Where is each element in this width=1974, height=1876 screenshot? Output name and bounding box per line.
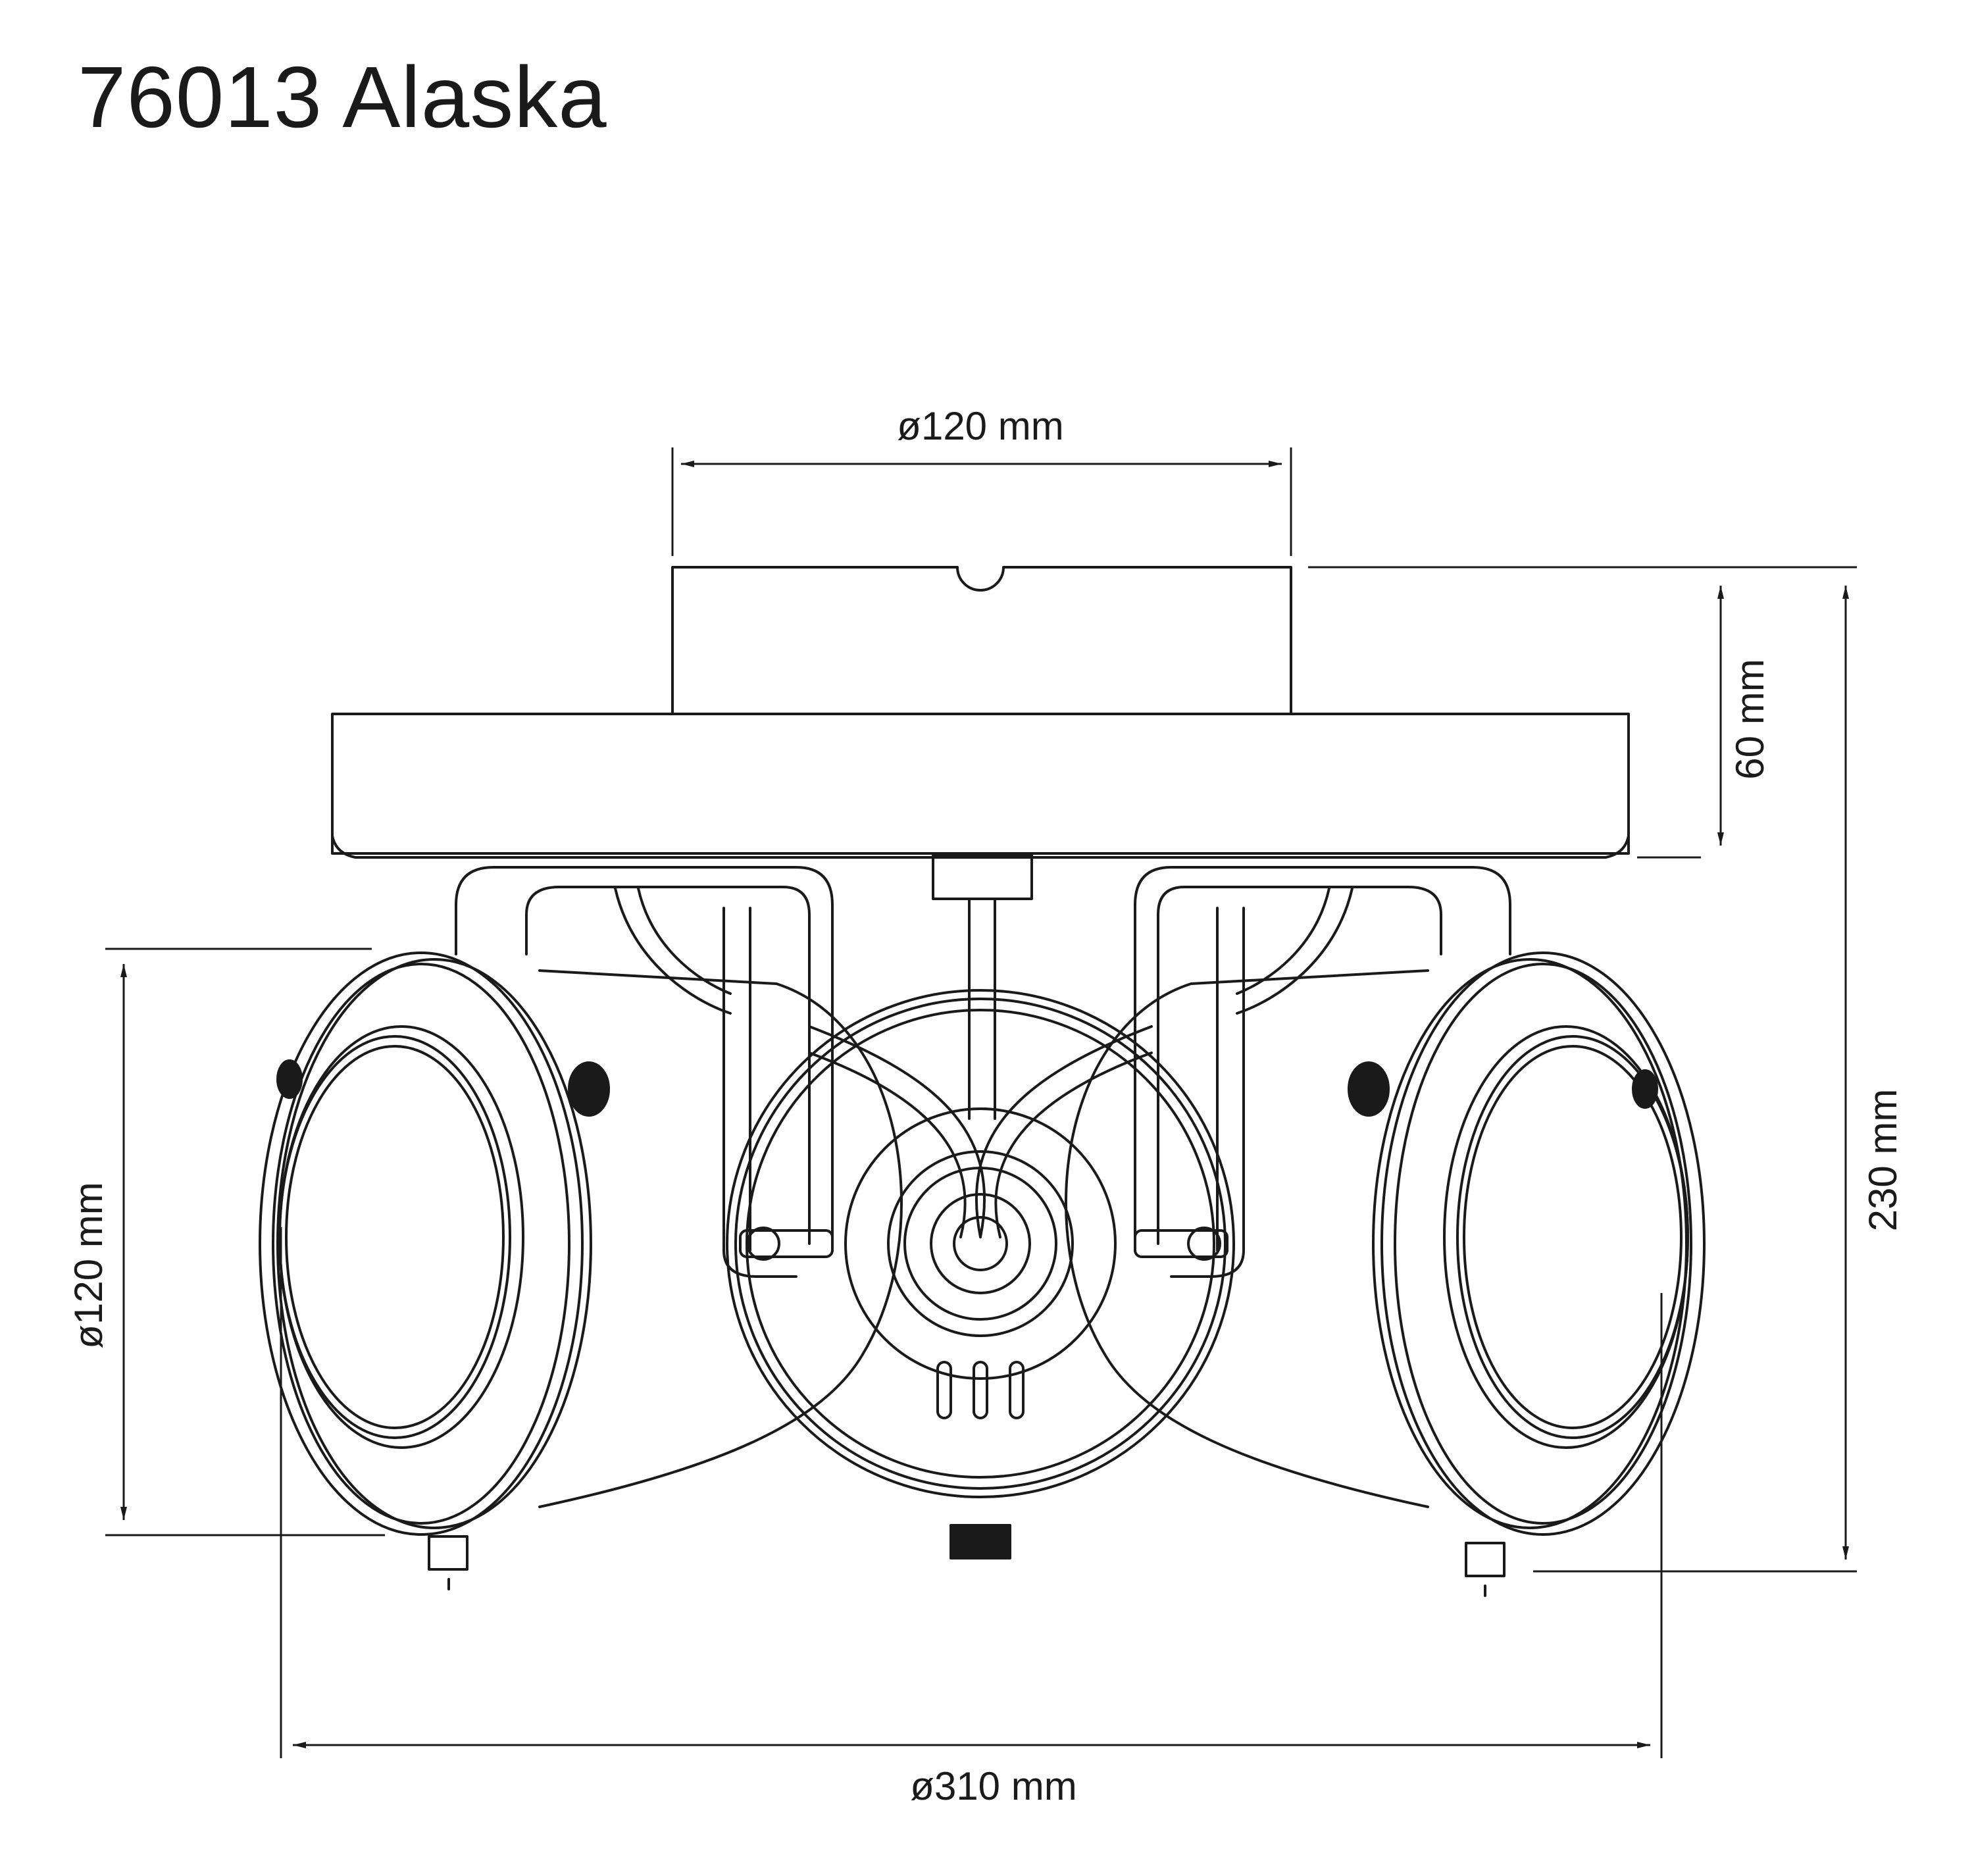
label-total-diameter: ø310 mm: [910, 1764, 1076, 1808]
dim-canopy-diameter: [671, 447, 1292, 556]
left-spot: [259, 866, 903, 1590]
label-total-height: 230 mm: [1861, 1089, 1905, 1232]
label-spot-diameter: ø120 mm: [66, 1182, 111, 1348]
label-canopy-diameter: ø120 mm: [897, 404, 1063, 448]
base-plate: [331, 713, 1630, 859]
vent-slot: [936, 1361, 952, 1419]
vent-slot: [973, 1361, 988, 1419]
center-knob: [949, 1524, 1011, 1559]
right-spot-foot: [1465, 1542, 1506, 1577]
dim-total-height: [1533, 586, 1857, 1573]
dim-spot-diameter: [105, 948, 385, 1536]
dim-canopy-height: [1308, 566, 1857, 859]
center-ring-outer: [844, 1107, 1117, 1380]
left-spot-foot: [428, 1535, 468, 1571]
label-canopy-height: 60 mm: [1728, 659, 1772, 779]
canopy: [671, 566, 1292, 715]
left-spot-knob: [568, 1061, 610, 1117]
page-title: 76013 Alaska: [78, 49, 607, 145]
vent-slot: [1009, 1361, 1025, 1419]
dim-total-diameter: [280, 1227, 1663, 1758]
right-spot-knob: [1348, 1061, 1390, 1117]
right-spot: [1064, 866, 1706, 1597]
